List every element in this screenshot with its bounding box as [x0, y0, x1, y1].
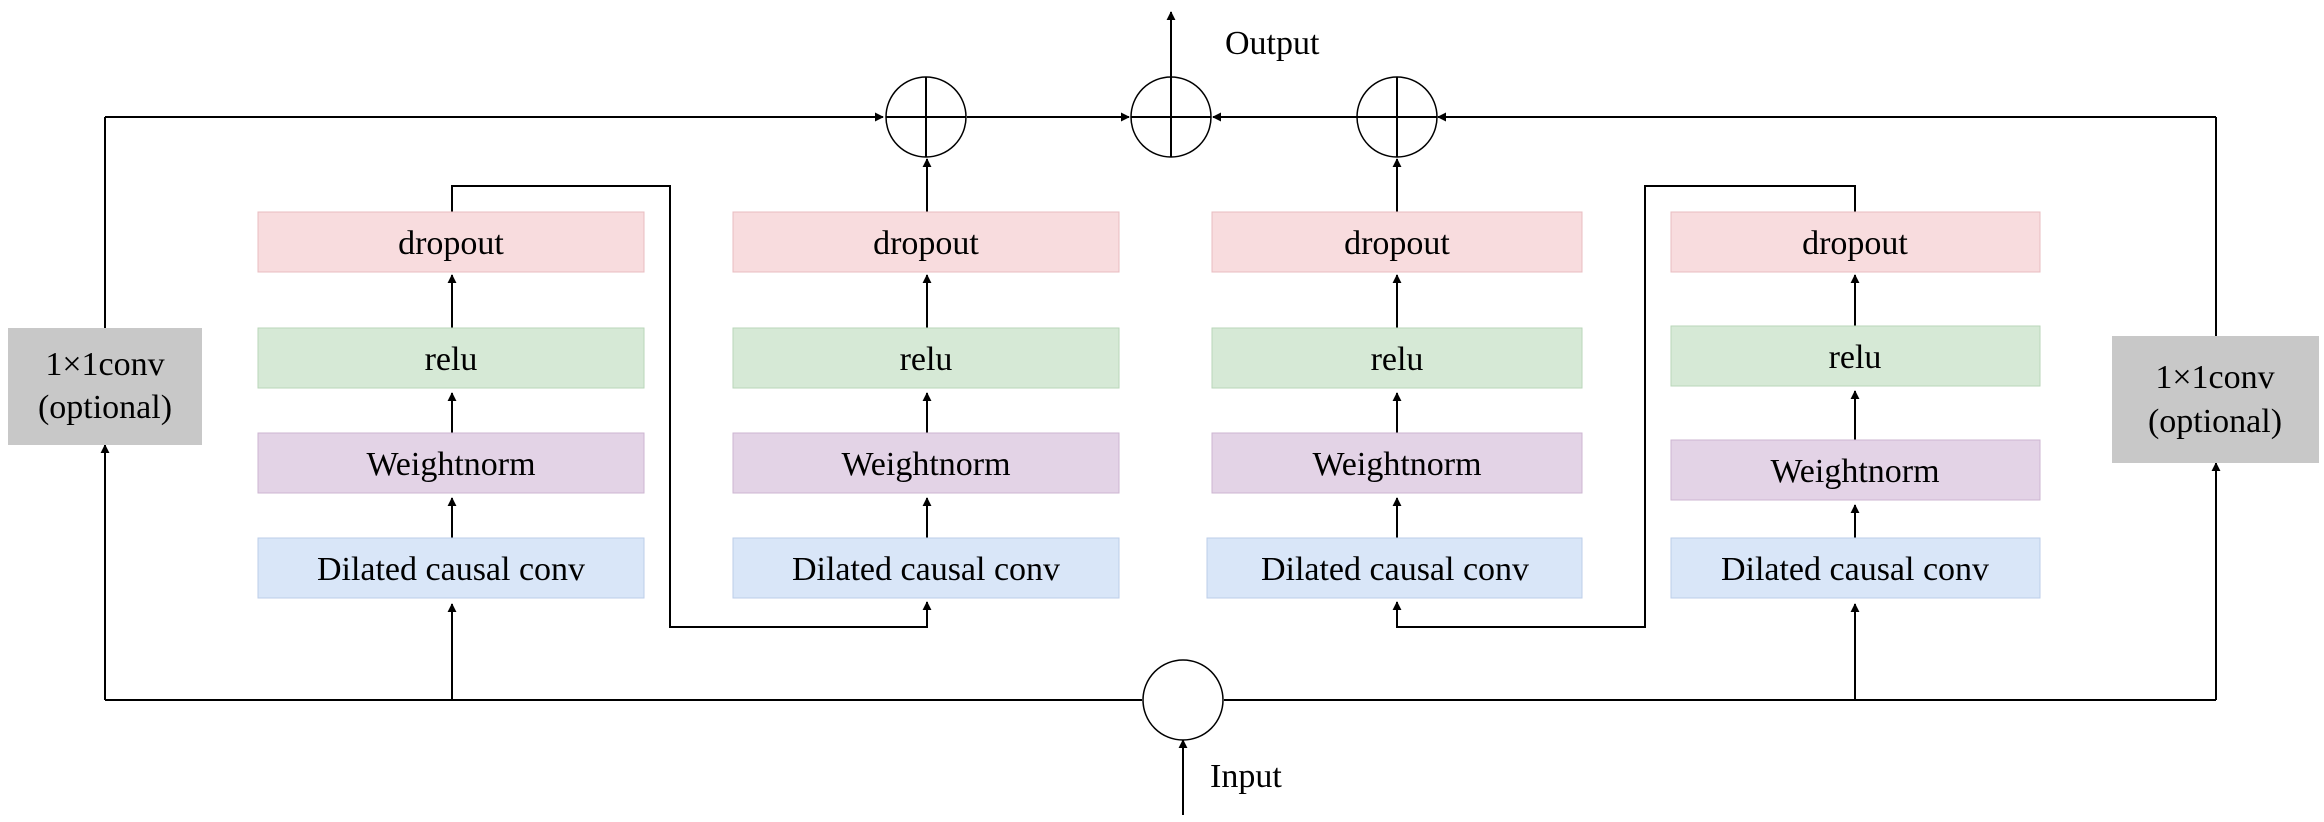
conv-1x1-right-line1: 1×1conv	[2155, 359, 2274, 396]
dilated-conv-label: Dilated causal conv	[792, 551, 1060, 588]
weightnorm-label: Weightnorm	[1312, 446, 1481, 483]
output-label: Output	[1225, 25, 1320, 62]
sum-nodes	[885, 76, 1438, 741]
tcn-block-3: dropout relu Weightnorm Dilated causal c…	[1206, 211, 1583, 599]
relu-box	[732, 327, 1120, 389]
dilated-conv-label: Dilated causal conv	[1721, 551, 1989, 588]
conv-1x1-right-line2: (optional)	[2148, 403, 2282, 440]
weightnorm-box	[732, 432, 1120, 494]
weightnorm-box	[257, 432, 645, 494]
sum-node-right	[1356, 76, 1438, 158]
b1-out-to-b2	[451, 185, 932, 628]
dropout-label: dropout	[873, 225, 979, 262]
relu-box	[257, 327, 645, 389]
dropout-box	[1211, 211, 1583, 273]
dropout-box	[1670, 211, 2041, 273]
weightnorm-box	[1211, 432, 1583, 494]
relu-label: relu	[1371, 341, 1424, 378]
tcn-block-4: dropout relu Weightnorm Dilated causal c…	[1670, 211, 2041, 599]
weightnorm-label: Weightnorm	[841, 446, 1010, 483]
dilated-conv-box	[1206, 537, 1583, 599]
dilated-conv-box	[732, 537, 1120, 599]
weightnorm-box	[1670, 439, 2041, 501]
conv-1x1-left-box	[8, 328, 202, 445]
tcn-block-2: dropout relu Weightnorm Dilated causal c…	[732, 211, 1120, 599]
dropout-box	[732, 211, 1120, 273]
relu-label: relu	[900, 341, 953, 378]
weightnorm-label: Weightnorm	[366, 446, 535, 483]
relu-label: relu	[1829, 339, 1882, 376]
relu-label: relu	[425, 341, 478, 378]
dropout-label: dropout	[1802, 225, 1908, 262]
input-split-node	[1142, 659, 1224, 741]
conv-1x1-left: 1×1conv (optional)	[8, 328, 202, 445]
weightnorm-label: Weightnorm	[1770, 453, 1939, 490]
dropout-label: dropout	[398, 225, 504, 262]
relu-box	[1211, 327, 1583, 389]
dilated-conv-box	[257, 537, 645, 599]
dilated-conv-box	[1670, 537, 2041, 599]
b4-out-to-b3	[1392, 185, 1856, 628]
conv-1x1-left-line2: (optional)	[38, 389, 172, 426]
conv-1x1-right: 1×1conv (optional)	[2112, 336, 2319, 463]
sum-node-output	[1130, 76, 1212, 158]
conv-1x1-right-box	[2112, 336, 2319, 463]
relu-box	[1670, 325, 2041, 387]
conv-1x1-left-line1: 1×1conv	[45, 346, 164, 383]
dilated-conv-label: Dilated causal conv	[317, 551, 585, 588]
sum-node-left	[885, 76, 967, 158]
tcn-block-1: dropout relu Weightnorm Dilated causal c…	[257, 211, 645, 599]
edges	[100, 11, 2221, 815]
dropout-label: dropout	[1344, 225, 1450, 262]
dropout-box	[257, 211, 645, 273]
dilated-conv-label: Dilated causal conv	[1261, 551, 1529, 588]
input-label: Input	[1210, 758, 1282, 795]
